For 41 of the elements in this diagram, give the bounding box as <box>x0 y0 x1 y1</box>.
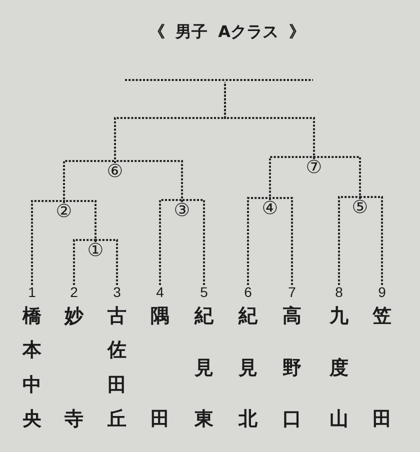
seed-number: 1 <box>27 285 37 299</box>
seed-number: 6 <box>243 285 253 299</box>
team-name: 隅田 <box>150 306 170 429</box>
seed-number: 7 <box>287 285 297 299</box>
match-number: ④ <box>261 200 279 218</box>
match-number: ⑦ <box>305 159 323 177</box>
team-name: 紀見東 <box>193 306 215 429</box>
seed-number: 4 <box>155 285 165 299</box>
seed-number: 8 <box>334 285 344 299</box>
bracket-line <box>313 156 361 199</box>
bracket-line <box>159 199 183 285</box>
match-number: ① <box>86 242 104 260</box>
bracket-line <box>224 82 315 159</box>
bracket-line <box>338 196 361 285</box>
bracket-line <box>181 199 205 285</box>
team-name: 紀見北 <box>237 306 259 429</box>
match-number: ⑥ <box>106 163 124 181</box>
team-name: 笠田 <box>372 306 392 429</box>
bracket-line <box>31 200 65 285</box>
bracket-line <box>269 197 293 285</box>
match-number: ③ <box>173 202 191 220</box>
bracket-line <box>73 239 96 285</box>
seed-number: 3 <box>112 285 122 299</box>
match-number: ② <box>55 203 73 221</box>
diagram-title: 《 男子 Aクラス 》 <box>148 22 306 42</box>
team-name: 九度山 <box>328 306 350 429</box>
team-name: 高野口 <box>282 306 302 429</box>
team-name: 妙寺 <box>63 306 85 429</box>
match-number: ⑤ <box>351 199 369 217</box>
bracket-line <box>269 156 315 200</box>
bracket-line <box>94 239 118 285</box>
bracket-line <box>359 196 383 285</box>
bracket-line <box>63 160 116 203</box>
bracket-line <box>114 160 183 202</box>
seed-number: 9 <box>377 285 387 299</box>
champion-line <box>125 78 313 82</box>
bracket-line <box>63 200 96 242</box>
team-name: 古佐田丘 <box>106 306 128 429</box>
team-name: 橋本中央 <box>21 306 42 429</box>
seed-number: 2 <box>69 285 79 299</box>
seed-number: 5 <box>199 285 209 299</box>
